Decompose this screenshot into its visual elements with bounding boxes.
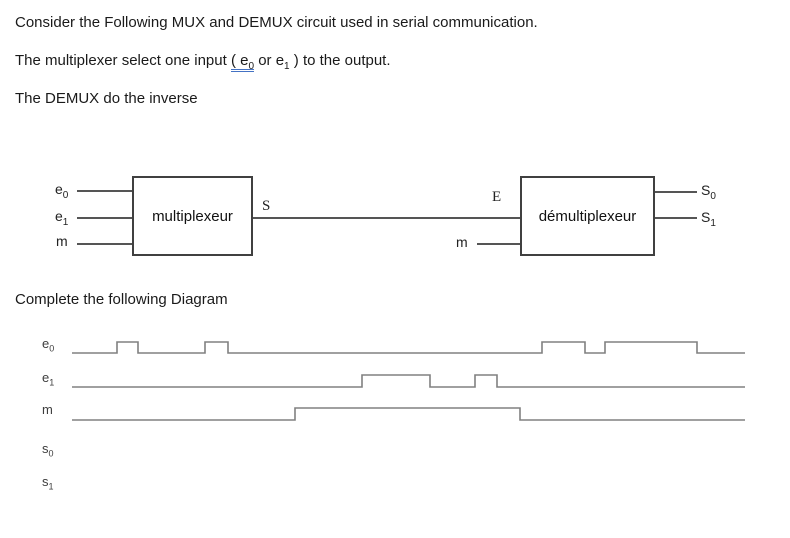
- intro-line-2-post: ) to the output.: [289, 52, 391, 69]
- mux-wire-e1: [77, 217, 132, 219]
- section-title: Complete the following Diagram: [15, 291, 228, 308]
- intro-line-2-mid: or e1: [254, 52, 290, 72]
- timing-label-e0: e0: [42, 336, 55, 354]
- mux-input-label-m: m: [56, 233, 68, 249]
- multiplexer-box-label: multiplexeur: [152, 207, 233, 225]
- demux-output-label-s0: S0: [701, 182, 716, 202]
- intro-line-3: The DEMUX do the inverse: [15, 90, 198, 107]
- timing-label-e1: e1: [42, 370, 55, 388]
- timing-label-m: m: [42, 402, 53, 417]
- demux-select-label-m: m: [456, 234, 468, 250]
- demultiplexer-box-label: démultiplexeur: [538, 207, 637, 225]
- intro-line-2: The multiplexer select one input ( e0 or…: [15, 52, 391, 72]
- mux-input-label-e0: e0: [55, 181, 69, 201]
- demux-input-label-e: E: [492, 189, 502, 205]
- demultiplexer-box: démultiplexeur: [520, 176, 655, 256]
- timing-label-s1: s1: [42, 474, 54, 492]
- intro-line-1: Consider the Following MUX and DEMUX cir…: [15, 14, 538, 31]
- intro-line-2-pre: The multiplexer select one input: [15, 52, 231, 69]
- multiplexer-box: multiplexeur: [132, 176, 253, 256]
- demux-wire-s1: [655, 217, 697, 219]
- demux-wire-m: [477, 243, 520, 245]
- mux-input-label-e1: e1: [55, 208, 69, 228]
- demux-output-label-s1: S1: [701, 209, 716, 229]
- serial-wire-s-to-e: [253, 217, 520, 219]
- mux-wire-e0: [77, 190, 132, 192]
- grammar-underlined-text: ( e0: [230, 52, 255, 72]
- timing-label-s0: s0: [42, 441, 54, 459]
- mux-wire-m: [77, 243, 132, 245]
- demux-wire-s0: [655, 191, 697, 193]
- mux-output-label-s: S: [262, 198, 271, 214]
